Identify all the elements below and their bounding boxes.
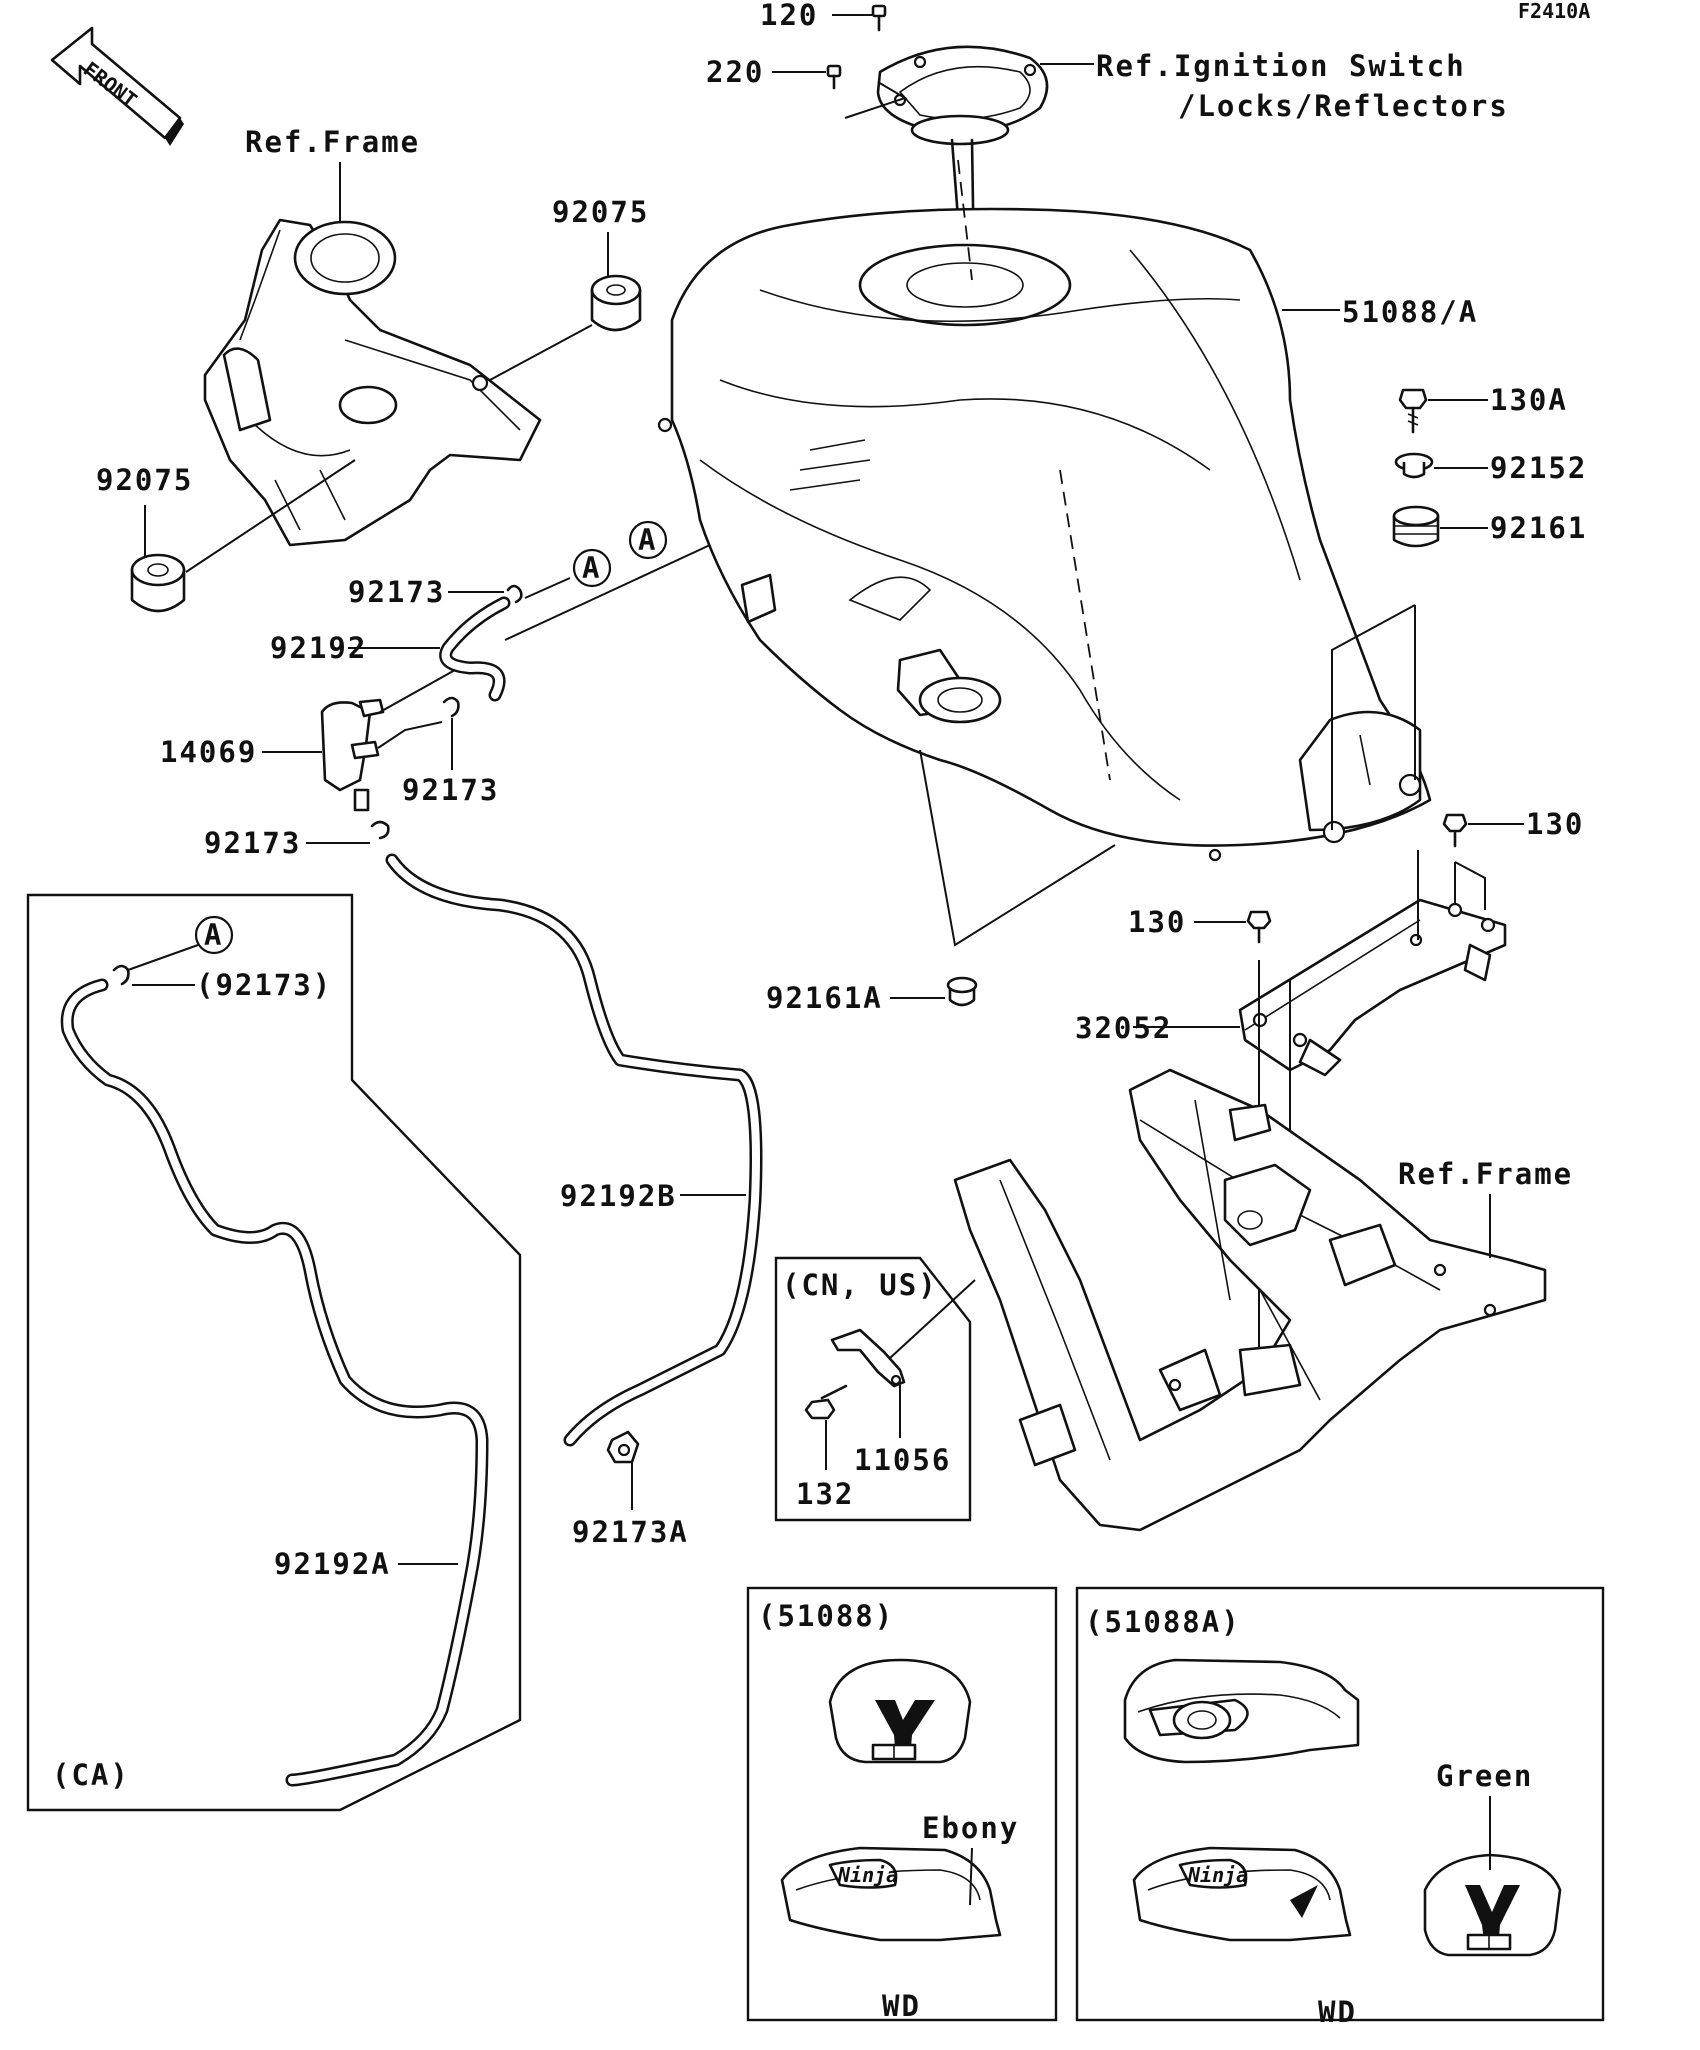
callout-11056: 11056	[854, 1443, 951, 1477]
bracket-32052	[1238, 898, 1507, 1077]
variant-51088A-label: (51088A)	[1085, 1605, 1241, 1639]
clip-92173-a-icon	[506, 584, 523, 604]
front-arrow-icon: FRONT	[50, 26, 184, 146]
bracket-11056	[830, 1328, 906, 1388]
callout-92192B: 92192B	[560, 1179, 677, 1213]
steering-head-frame	[203, 218, 542, 547]
leader-92161-tank	[1331, 604, 1416, 830]
marker-a-1-label: A	[582, 551, 601, 585]
callout-120: 120	[760, 0, 818, 32]
clip-92173-b-icon	[442, 696, 460, 718]
callout-130-mid: 130	[1128, 905, 1186, 939]
callout-92173-a: 92173	[348, 575, 445, 609]
wd-left: WD	[882, 1989, 921, 2023]
tank-rear-view-green	[1423, 1853, 1562, 1957]
screw-220-icon	[826, 64, 842, 90]
callout-32052: 32052	[1075, 1011, 1172, 1045]
hose-92192	[441, 599, 508, 699]
damper-92075-top-icon	[590, 274, 642, 332]
clamp-92173A-icon	[606, 1430, 640, 1464]
hose-92192B	[388, 856, 760, 1444]
callout-92161: 92161	[1490, 511, 1587, 545]
callout-92192A: 92192A	[274, 1547, 391, 1581]
centerline-cap	[957, 159, 973, 281]
fuel-tank	[657, 207, 1432, 862]
callout-92161A: 92161A	[766, 981, 883, 1015]
callout-132: 132	[796, 1477, 854, 1511]
leader-92161A	[919, 749, 1116, 947]
callout-92173-b: 92173	[402, 773, 499, 807]
tank-side-view-ebony: Ninja	[780, 1846, 1002, 1942]
clip-92173-c-icon	[370, 820, 390, 840]
bolt-132-icon	[804, 1384, 848, 1420]
marker-a-ca	[194, 915, 234, 955]
callout-92192: 92192	[270, 631, 367, 665]
centerline-tank	[1059, 469, 1111, 781]
tank-top-view-green	[1123, 1658, 1360, 1764]
damper-92075-left-icon	[130, 553, 186, 613]
ignition-ref-line1: Ref.Ignition Switch	[1096, 49, 1466, 83]
cnus-box	[774, 1256, 972, 1522]
cnus-box-label: (CN, US)	[782, 1268, 938, 1302]
damper-92161-icon	[1392, 505, 1440, 548]
wd-right: WD	[1318, 1995, 1357, 2029]
ref-frame-top: Ref.Frame	[245, 125, 420, 159]
bolt-130A-icon	[1398, 388, 1428, 434]
marker-a-1	[572, 548, 612, 588]
callout-92173A: 92173A	[572, 1515, 689, 1549]
callout-92075-left: 92075	[96, 463, 193, 497]
badge-ebony: Ninja	[837, 1863, 898, 1887]
hose-92192A	[63, 981, 486, 1784]
marker-a-2-label: A	[638, 523, 657, 557]
tank-side-view-green: Ninja	[1132, 1846, 1352, 1942]
callout-130A: 130A	[1490, 383, 1568, 417]
ref-frame-right: Ref.Frame	[1398, 1157, 1573, 1191]
fitting-14069	[320, 698, 385, 812]
bolt-130-mid-icon	[1246, 910, 1272, 944]
variant-51088-box	[746, 1586, 1058, 2022]
collar-92152-icon	[1394, 452, 1434, 479]
clip-92173-ca-icon	[112, 964, 130, 986]
callout-92152: 92152	[1490, 451, 1587, 485]
marker-a-2	[628, 520, 668, 560]
grommet-92161A-icon	[946, 976, 978, 1007]
tank-rear-view-ebony	[828, 1658, 972, 1764]
callout-14069: 14069	[160, 735, 257, 769]
marker-a-ca-label: A	[204, 918, 223, 952]
rear-frame	[953, 1068, 1547, 1532]
figure-code: F2410A	[1518, 0, 1590, 23]
ignition-ref-line2: /Locks/Reflectors	[1178, 89, 1509, 123]
screw-120-icon	[871, 4, 887, 32]
ebony-label: Ebony	[922, 1811, 1019, 1845]
ca-box	[26, 893, 522, 1812]
variant-51088-label: (51088)	[758, 1599, 894, 1633]
bolt-130-right-icon	[1442, 813, 1468, 848]
callout-92173-ca: (92173)	[196, 968, 332, 1002]
callout-92075-top: 92075	[552, 195, 649, 229]
ca-box-label: (CA)	[52, 1758, 130, 1792]
green-label: Green	[1436, 1759, 1533, 1793]
badge-green: Ninja	[1187, 1863, 1248, 1887]
callout-220: 220	[706, 55, 764, 89]
callout-51088A: 51088/A	[1342, 295, 1478, 329]
callout-130-right: 130	[1526, 807, 1584, 841]
variant-51088A-box	[1075, 1586, 1605, 2022]
callout-92173-c: 92173	[204, 826, 301, 860]
